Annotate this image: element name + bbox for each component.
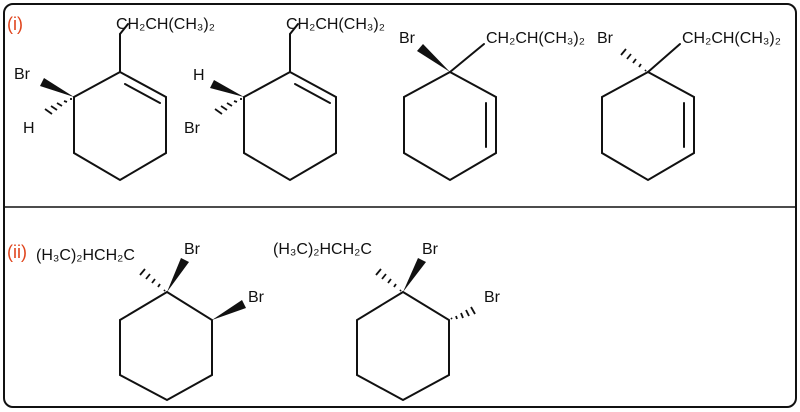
bromine-label: Br xyxy=(14,66,31,83)
molecule-4: Br CH₂CH(CH₃)₂ xyxy=(597,30,781,182)
molecule-2: CH₂CH(CH₃)₂ H Br xyxy=(184,16,385,182)
bromine-label: Br xyxy=(399,30,416,47)
hashed-bond xyxy=(450,306,476,320)
hashed-bond xyxy=(375,268,402,292)
ring-bonds xyxy=(243,71,337,182)
ring-bonds xyxy=(601,71,695,182)
hashed-bond xyxy=(44,98,72,115)
molecule-1: CH₂CH(CH₃)₂ Br H xyxy=(14,16,215,182)
substituent-bond-upper xyxy=(119,23,129,35)
bromine-label: Br xyxy=(597,30,614,47)
wedge-bond xyxy=(210,80,244,97)
isobutyl-label: CH₂CH(CH₃)₂ xyxy=(486,30,585,47)
hashed-bond xyxy=(139,268,166,292)
ring-double-bond xyxy=(124,83,161,104)
wedge-bond xyxy=(40,78,74,97)
panel-frame xyxy=(3,3,797,408)
ring-bonds xyxy=(356,291,450,402)
bromine-label: Br xyxy=(184,120,201,137)
isobutyl-label: (H₃C)₂HCH₂C xyxy=(36,247,135,264)
wedge-bond xyxy=(417,44,450,72)
substituent-bond xyxy=(449,43,485,73)
panel-label-i: (i) xyxy=(7,14,23,34)
panel-label-ii: (ii) xyxy=(7,242,27,262)
molecule-3: Br CH₂CH(CH₃)₂ xyxy=(399,30,585,182)
ring-bonds xyxy=(403,71,497,182)
molecule-6: (H₃C)₂HCH₂C Br Br xyxy=(273,241,501,402)
bromine-label: Br xyxy=(484,289,501,306)
ring-double-bond xyxy=(294,83,331,104)
ring-bonds xyxy=(119,291,213,402)
ring-bonds xyxy=(73,71,167,182)
isobutyl-label: CH₂CH(CH₃)₂ xyxy=(286,16,385,33)
isobutyl-label: CH₂CH(CH₃)₂ xyxy=(682,30,781,47)
bromine-label: Br xyxy=(422,241,439,258)
substituent-bond xyxy=(647,43,681,73)
isobutyl-label: CH₂CH(CH₃)₂ xyxy=(116,16,215,33)
substituent-bond-upper xyxy=(289,23,299,35)
hashed-bond xyxy=(214,98,242,115)
wedge-bond xyxy=(167,258,189,292)
hydrogen-label: H xyxy=(23,120,35,137)
molecule-5: (H₃C)₂HCH₂C Br Br xyxy=(36,241,265,402)
bromine-label: Br xyxy=(248,289,265,306)
wedge-bond xyxy=(403,258,426,292)
isobutyl-label: (H₃C)₂HCH₂C xyxy=(273,241,372,258)
hashed-bond xyxy=(620,48,647,72)
hydrogen-label: H xyxy=(193,67,205,84)
bromine-label: Br xyxy=(184,241,201,258)
wedge-bond xyxy=(212,300,246,320)
